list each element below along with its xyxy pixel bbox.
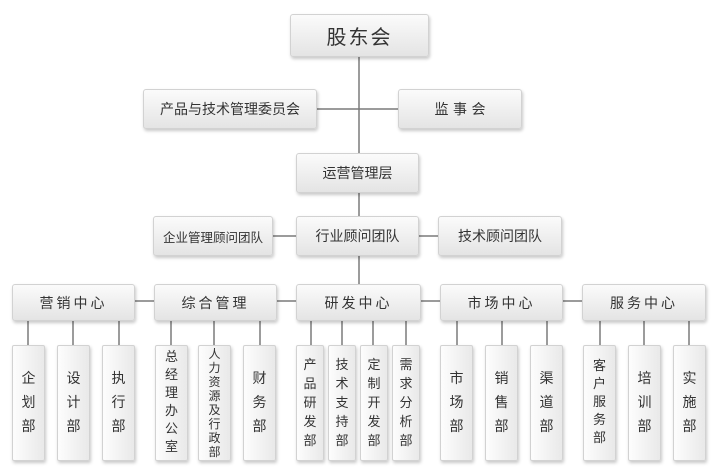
- dept-hr-admin: 人力资源及行政部: [198, 345, 231, 461]
- dept-label: 培训部: [637, 371, 652, 435]
- market-center-node: 市场中心: [440, 284, 563, 321]
- industry-advisor-node: 行业顾问团队: [296, 216, 419, 256]
- dept-label: 实施部: [682, 371, 697, 435]
- dept-label: 企划部: [21, 371, 36, 435]
- dept-channel: 渠道部: [530, 345, 563, 461]
- dept-finance: 财务部: [243, 345, 276, 461]
- dept-label: 设计部: [66, 371, 81, 435]
- dept-customer-service: 客户服务部: [583, 345, 616, 461]
- dept-label: 需求分析部: [399, 357, 413, 449]
- committee-node: 产品与技术管理委员会: [143, 89, 317, 129]
- rd-center-node: 研发中心: [296, 284, 421, 321]
- operations-node: 运营管理层: [296, 153, 419, 193]
- dept-execution: 执行部: [102, 345, 135, 461]
- supervisory-node: 监 事 会: [398, 89, 522, 129]
- dept-label: 市场部: [449, 371, 464, 435]
- dept-label: 客户服务部: [592, 359, 606, 446]
- dept-label: 定制开发部: [367, 357, 381, 449]
- service-center-node: 服务中心: [582, 284, 706, 321]
- dept-market: 市场部: [440, 345, 473, 461]
- dept-label: 技术支持部: [335, 357, 349, 449]
- dept-requirement-analysis: 需求分析部: [392, 345, 420, 461]
- dept-label: 产品研发部: [303, 357, 317, 449]
- tech-advisor-node: 技术顾问团队: [438, 216, 562, 256]
- dept-label: 渠道部: [539, 371, 554, 435]
- shareholders-node: 股东会: [290, 14, 429, 57]
- enterprise-advisor-node: 企业管理顾问团队: [153, 216, 273, 256]
- dept-planning: 企划部: [12, 345, 45, 461]
- dept-label: 总经理办公室: [164, 350, 178, 455]
- dept-custom-dev: 定制开发部: [360, 345, 388, 461]
- dept-design: 设计部: [57, 345, 90, 461]
- dept-sales: 销售部: [485, 345, 518, 461]
- dept-product-rd: 产品研发部: [296, 345, 324, 461]
- dept-training: 培训部: [628, 345, 661, 461]
- dept-label: 人力资源及行政部: [208, 347, 221, 459]
- marketing-center-node: 营销中心: [12, 284, 135, 321]
- general-management-node: 综合管理: [154, 284, 277, 321]
- dept-tech-support: 技术支持部: [328, 345, 356, 461]
- dept-label: 执行部: [111, 371, 126, 435]
- dept-implementation: 实施部: [673, 345, 706, 461]
- dept-gm-office: 总经理办公室: [155, 345, 188, 461]
- dept-label: 财务部: [252, 371, 267, 435]
- dept-label: 销售部: [494, 371, 509, 435]
